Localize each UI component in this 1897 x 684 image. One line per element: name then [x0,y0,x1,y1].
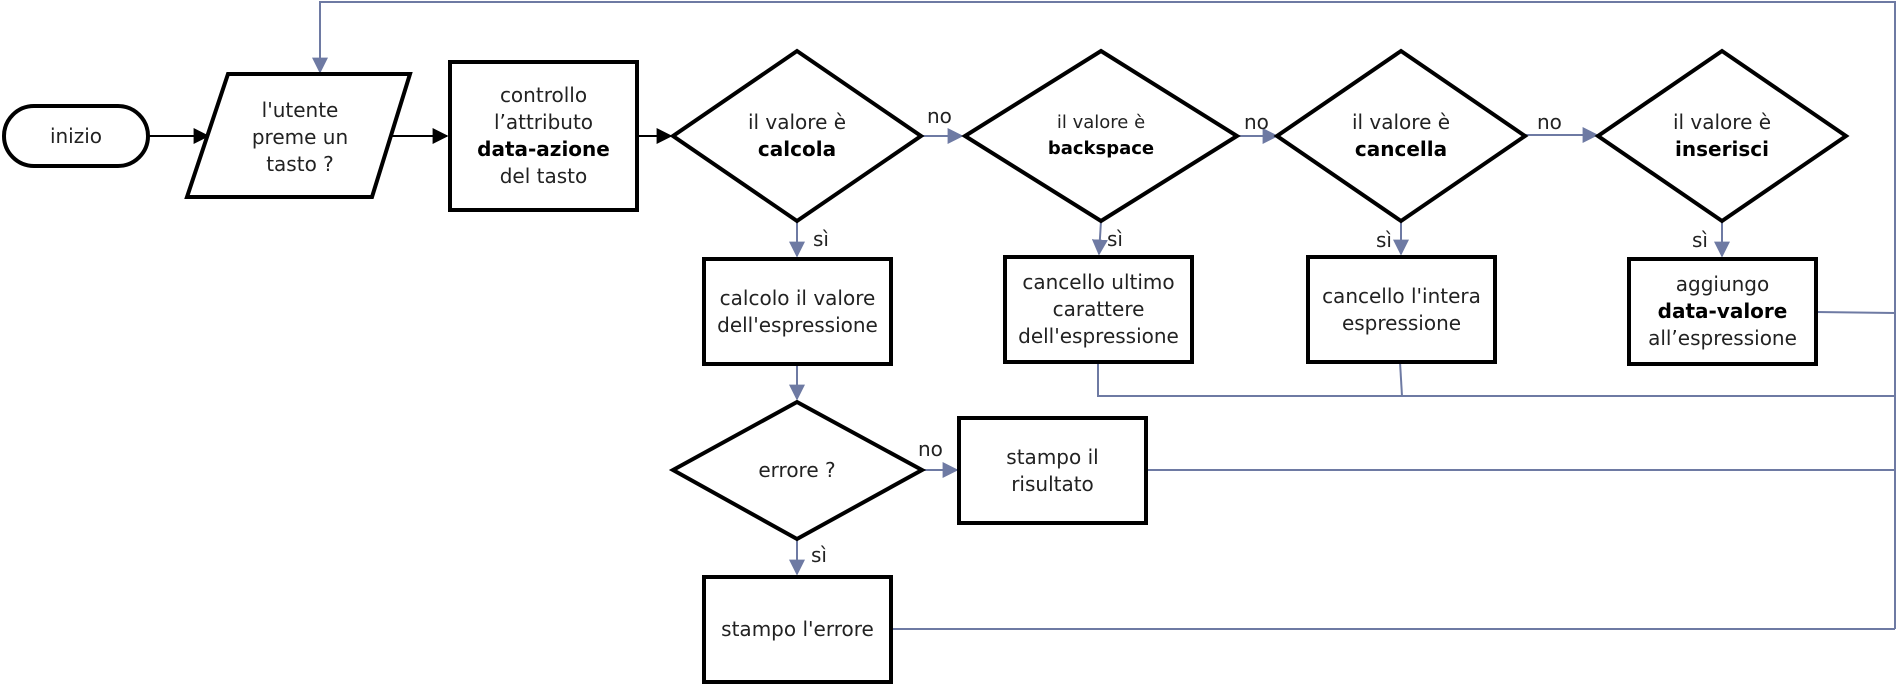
input-label: l'utente preme un tasto ? [225,94,375,180]
decision-prefix: il valore è [1672,110,1772,134]
process-text-line: risultato [1011,471,1094,496]
process-text-line: stampo il [1006,444,1099,469]
edge-label-no: no [918,437,943,461]
process-inserisci-label: aggiungo data-valore all’espressione [1631,261,1814,362]
decision-calcola [669,48,925,224]
connector-cancella-loop [1399,361,1403,397]
edge-label-si: sì [813,227,829,251]
decision-backspace [961,48,1241,224]
process-text-line: cancello ultimo [1022,270,1175,294]
decision-calcola-label: il valore è calcola [717,106,877,166]
process-text-line: dell'espressione [717,312,878,337]
process-text-line: calcolo il valore [719,285,876,310]
input-text-line: l'utente [261,97,339,122]
process-text-line: stampo l'errore [721,617,874,641]
process-text-line: aggiungo [1675,272,1770,296]
input-parallelogram [184,72,413,199]
process-cancella [1306,255,1497,364]
decision-errore [668,399,927,542]
process-inserisci [1627,257,1818,366]
input-text-line: preme un [251,124,349,149]
check-attribute-name: data-azione [477,137,610,161]
input-text-line: tasto ? [266,151,334,176]
decision-inserisci-label: il valore è inserisci [1642,106,1802,166]
edge-label-si: sì [811,543,827,567]
decision-prefix: il valore è [1056,112,1146,133]
decision-text: errore ? [758,457,836,482]
decision-value: inserisci [1675,137,1769,161]
process-errore [702,575,893,684]
process-backspace [1003,255,1194,364]
edge-label-si: sì [1692,228,1708,252]
check-text-line: l’attributo [493,110,594,134]
decision-backspace-label: il valore è backspace [1021,106,1181,166]
decision-cancella [1273,48,1529,224]
decision-value: calcola [757,137,837,161]
loop-to-input-line [312,1,1896,629]
decision-value: cancella [1354,137,1448,161]
process-text-line: carattere [1052,297,1145,321]
decision-inserisci [1594,48,1850,224]
edge-label-si: sì [1376,228,1392,252]
process-calcolo [702,257,893,366]
connector-backspace-loop [1097,362,1895,397]
check-label: controllo l’attributo data-azione del ta… [452,64,635,208]
check-text-line: del tasto [499,164,588,188]
edge-label-no: no [1244,110,1269,134]
start-text: inizio [49,123,103,148]
start-terminal [2,104,150,168]
decision-errore-label: errore ? [727,455,867,485]
arrow-backspace-si [1091,220,1108,256]
process-backspace-label: cancello ultimo carattere dell'espressio… [1007,259,1190,360]
process-errore-label: stampo l'errore [706,579,889,680]
process-cancella-label: cancello l'intera espressione [1310,259,1493,360]
process-risultato-label: stampo il risultato [961,420,1144,521]
decision-prefix: il valore è [747,110,847,134]
flowchart-nodes [2,48,1850,684]
check-process [448,60,639,212]
process-calcolo-label: calcolo il valore dell'espressione [706,261,889,362]
start-label: inizio [4,106,148,166]
decision-value: backspace [1047,138,1155,159]
connector-inserisci-loop [1815,311,1896,314]
decision-cancella-label: il valore è cancella [1321,106,1481,166]
loop-back-connectors [312,1,1896,630]
process-text-line: all’espressione [1648,326,1797,350]
process-text-line: dell'espressione [1018,324,1179,348]
check-text-line: controllo [499,83,588,107]
process-text-line: espressione [1341,310,1462,335]
process-text-line: cancello l'intera [1322,283,1481,308]
process-risultato [957,416,1148,525]
edge-label-si: sì [1107,227,1123,251]
edge-label-no: no [927,104,952,128]
edge-label-no: no [1537,110,1562,134]
process-attribute-name: data-valore [1657,299,1788,323]
flow-connectors [148,127,1730,576]
decision-prefix: il valore è [1351,110,1451,134]
